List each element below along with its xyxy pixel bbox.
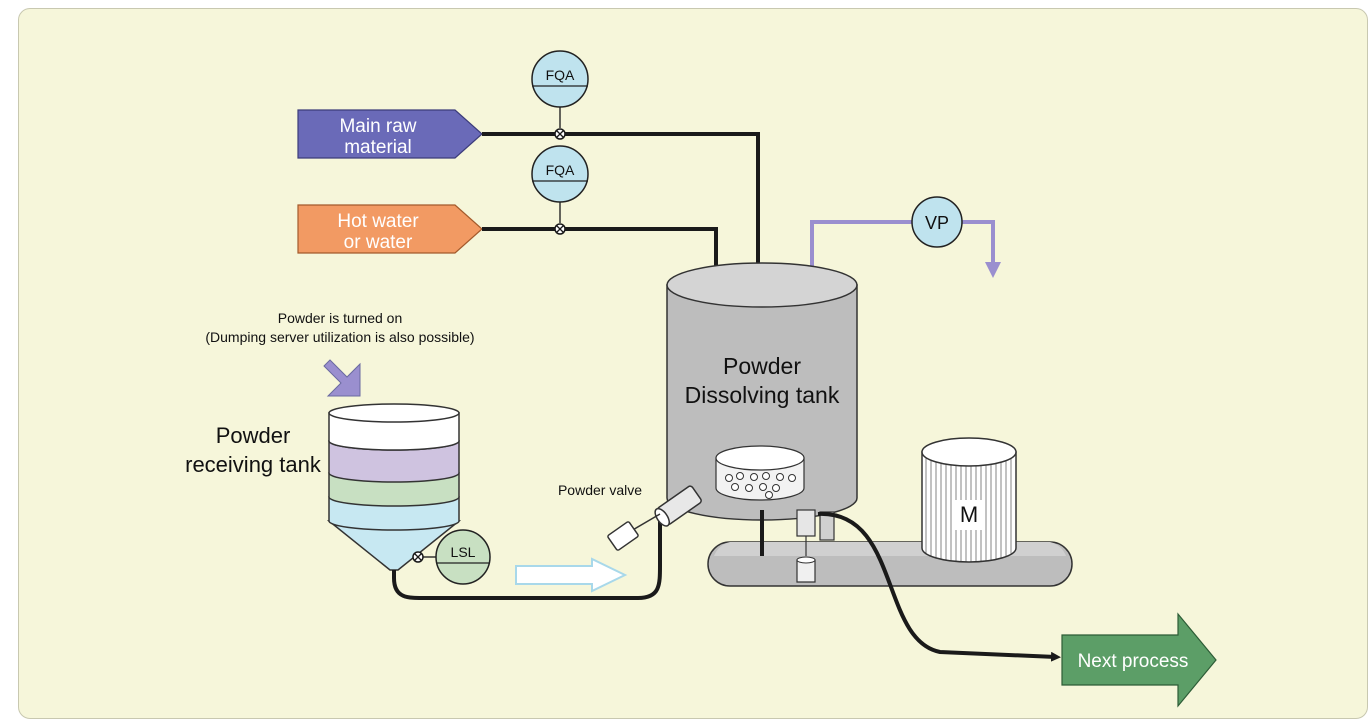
fqa-top-label: FQA bbox=[546, 67, 575, 83]
lsl-label: LSL bbox=[451, 544, 476, 560]
next-process-arrow: Next process bbox=[1061, 612, 1217, 708]
main-raw-pipe bbox=[482, 132, 763, 293]
motor: M bbox=[921, 437, 1017, 563]
main-raw-label-2: material bbox=[344, 137, 412, 158]
main-raw-label-1: Main raw bbox=[339, 116, 416, 137]
powder-receiving-tank bbox=[326, 403, 462, 571]
dissolving-tank-label-2: Dissolving tank bbox=[685, 382, 840, 408]
receiving-tank-label-2: receiving tank bbox=[185, 452, 322, 477]
powder-valve bbox=[607, 485, 702, 551]
dissolving-tank-label-1: Powder bbox=[723, 353, 801, 379]
fqa-meter-top: FQA bbox=[531, 50, 589, 140]
hot-water-label-2: or water bbox=[344, 232, 413, 253]
hot-water-input: Hot water or water bbox=[297, 204, 483, 254]
fqa-bottom-label: FQA bbox=[546, 162, 575, 178]
outlet-pipe bbox=[796, 509, 816, 537]
motor-label: M bbox=[960, 502, 978, 527]
powder-note-line1: Powder is turned on bbox=[278, 310, 403, 326]
powder-drop-arrow bbox=[323, 359, 361, 397]
main-raw-material-input: Main raw material bbox=[297, 109, 483, 159]
powder-note-line2: (Dumping server utilization is also poss… bbox=[205, 329, 474, 345]
vp-vacuum-line: VP bbox=[810, 196, 1001, 280]
outlet-to-next-process-pipe bbox=[817, 511, 1061, 662]
powder-flow-arrow bbox=[515, 557, 628, 593]
mixer-drum bbox=[715, 445, 805, 501]
powder-transfer-pipe bbox=[392, 520, 662, 601]
next-process-label: Next process bbox=[1078, 651, 1189, 672]
powder-valve-label: Powder valve bbox=[558, 482, 642, 498]
vp-pump-icon bbox=[911, 196, 963, 248]
lsl-level-switch: LSL bbox=[412, 529, 491, 585]
hot-water-label-1: Hot water bbox=[337, 211, 419, 232]
vp-label: VP bbox=[925, 213, 949, 233]
receiving-tank-label-1: Powder bbox=[216, 423, 291, 448]
fqa-meter-bottom: FQA bbox=[531, 145, 589, 235]
